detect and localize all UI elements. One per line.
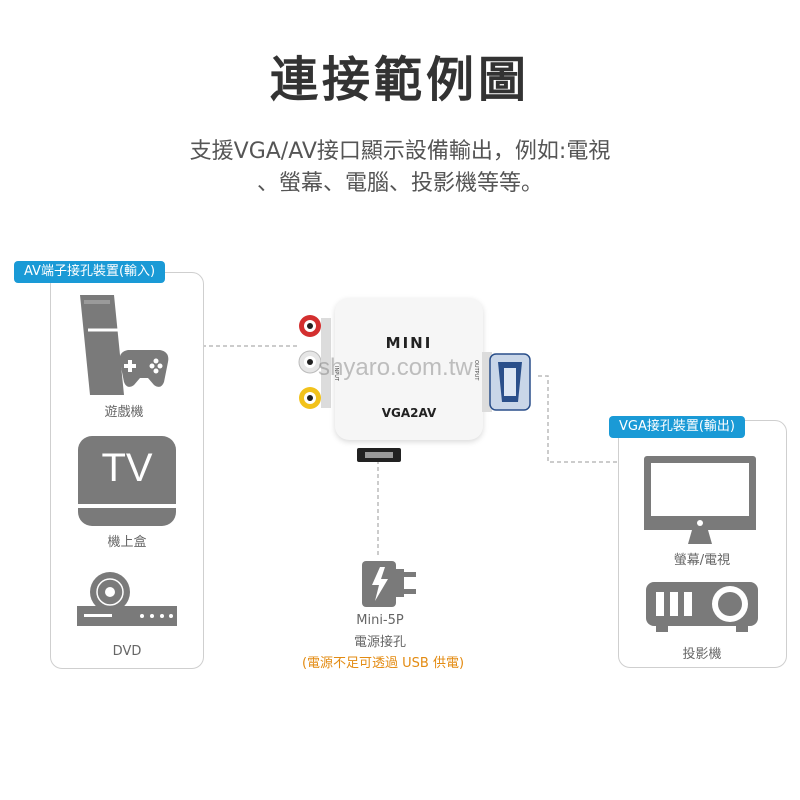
power-port-type: Mini-5P (356, 613, 404, 628)
game-console-label: 遊戲機 (104, 405, 144, 420)
mini-usb-port (357, 448, 401, 462)
rca-jacks (298, 315, 331, 409)
input-devices-tag: AV端子接孔裝置(輸入) (14, 261, 166, 283)
vga2av-converter: MINI INPUT OUTPUT VGA2AV (333, 298, 483, 440)
subtitle-line-2: 、螢幕、電腦、投影機等等。 (256, 171, 543, 196)
tv-box-text: TV (101, 446, 153, 490)
vga-port (482, 352, 531, 412)
subtitle-line-1: 支援VGA/AV接口顯示設備輸出，例如:電視 (189, 139, 611, 164)
page-subtitle: 支援VGA/AV接口顯示設備輸出，例如:電視 、螢幕、電腦、投影機等等。 (150, 136, 650, 200)
converter-model: VGA2AV (381, 406, 437, 420)
page-title: 連接範例圖 (269, 52, 530, 108)
tv-box-icon: TV (78, 436, 176, 526)
projector-icon (646, 582, 758, 632)
power-port-name: 電源接孔 (353, 635, 406, 650)
converter-brand: MINI (385, 334, 433, 352)
projector-label: 投影機 (682, 647, 722, 662)
converter-output-label: OUTPUT (473, 360, 479, 381)
power-adapter-icon (362, 561, 416, 607)
dvd-player-icon (77, 572, 177, 626)
watermark: shyaro.com.tw (318, 354, 473, 381)
power-usb-note: (電源不足可透過 USB 供電) (301, 656, 465, 671)
monitor-icon (644, 456, 756, 544)
tv-box-label: 機上盒 (107, 535, 147, 550)
game-console-icon (80, 295, 169, 395)
monitor-label: 螢幕/電視 (673, 553, 731, 568)
dvd-label: DVD (112, 644, 142, 659)
output-connection-line (538, 375, 618, 463)
output-devices-tag: VGA接孔裝置(輸出) (609, 416, 746, 438)
